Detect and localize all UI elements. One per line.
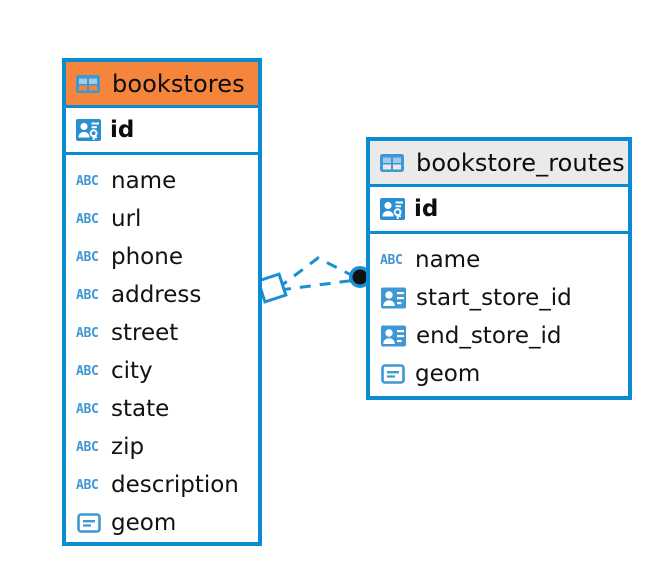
column-row-street[interactable]: ABC street — [66, 314, 258, 352]
entity-title: bookstore_routes — [416, 148, 625, 177]
column-label: url — [111, 206, 142, 232]
geometry-type-icon — [77, 513, 101, 533]
column-row-url[interactable]: ABC url — [66, 200, 258, 238]
entity-title: bookstores — [112, 69, 245, 98]
column-row-address[interactable]: ABC address — [66, 276, 258, 314]
column-label: state — [111, 396, 170, 422]
foreign-key-icon — [381, 287, 406, 309]
text-type-icon: ABC — [76, 211, 99, 227]
column-label: city — [111, 358, 153, 384]
column-list-bookstores: ABC name ABC url ABC phone ABC address A… — [66, 155, 258, 542]
column-label: end_store_id — [416, 323, 562, 349]
primary-key-icon — [380, 198, 405, 220]
column-label: geom — [111, 510, 177, 536]
text-type-icon: ABC — [76, 363, 99, 379]
text-type-icon: ABC — [76, 173, 99, 189]
text-type-icon: ABC — [76, 401, 99, 417]
column-row-state[interactable]: ABC state — [66, 390, 258, 428]
table-icon — [76, 74, 100, 93]
column-label: phone — [111, 244, 183, 270]
column-row-name[interactable]: ABC name — [370, 241, 628, 279]
relationship-line-upper[interactable] — [277, 256, 358, 290]
diamond-open-marker[interactable] — [256, 272, 288, 304]
column-row-id[interactable]: id — [370, 187, 628, 234]
column-row-zip[interactable]: ABC zip — [66, 428, 258, 466]
column-row-geom[interactable]: geom — [370, 355, 628, 393]
column-label: street — [111, 320, 179, 346]
column-label: name — [111, 168, 177, 194]
column-row-city[interactable]: ABC city — [66, 352, 258, 390]
column-row-phone[interactable]: ABC phone — [66, 238, 258, 276]
text-type-icon: ABC — [76, 249, 99, 265]
primary-key-icon — [76, 119, 101, 141]
table-icon — [380, 153, 404, 172]
text-type-icon: ABC — [76, 325, 99, 341]
column-row-end-store-id[interactable]: end_store_id — [370, 317, 628, 355]
relationship-line-lower[interactable] — [279, 278, 357, 292]
column-label: start_store_id — [416, 285, 572, 311]
column-label: description — [111, 472, 239, 498]
column-row-description[interactable]: ABC description — [66, 466, 258, 504]
entity-header-bookstores[interactable]: bookstores — [66, 62, 258, 108]
text-type-icon: ABC — [76, 287, 99, 303]
entity-header-bookstore-routes[interactable]: bookstore_routes — [370, 141, 628, 187]
column-label: address — [111, 282, 202, 308]
column-label: name — [415, 247, 481, 273]
foreign-key-icon — [381, 325, 406, 347]
text-type-icon: ABC — [380, 252, 403, 268]
column-label: geom — [415, 361, 481, 387]
text-type-icon: ABC — [76, 439, 99, 455]
entity-bookstores[interactable]: bookstores id ABC name ABC url — [62, 58, 262, 546]
column-label: id — [414, 196, 439, 222]
column-row-geom[interactable]: geom — [66, 504, 258, 542]
geometry-type-icon — [381, 364, 405, 384]
column-label: zip — [111, 434, 145, 460]
text-type-icon: ABC — [76, 477, 99, 493]
entity-bookstore-routes[interactable]: bookstore_routes id ABC name — [366, 137, 632, 400]
column-row-start-store-id[interactable]: start_store_id — [370, 279, 628, 317]
column-row-name[interactable]: ABC name — [66, 162, 258, 200]
column-label: id — [110, 117, 135, 143]
column-list-bookstore-routes: ABC name start_store_id — [370, 234, 628, 396]
column-row-id[interactable]: id — [66, 108, 258, 155]
